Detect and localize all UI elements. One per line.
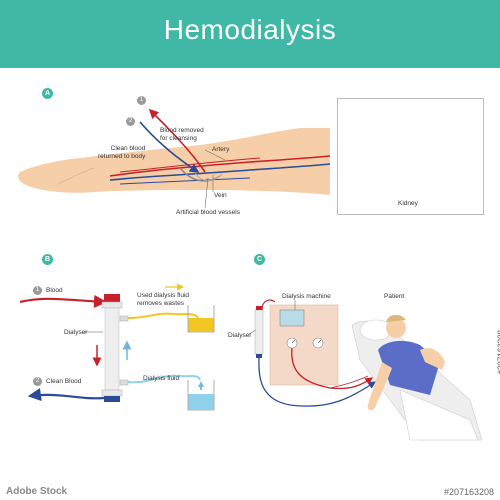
dialyser-diagram: [19, 283, 215, 411]
dialyser-label-b: Dialyser: [64, 329, 88, 336]
step-1-marker: 1: [137, 96, 146, 105]
dialysis-fluid-label: Dialysis fluid: [143, 375, 180, 382]
patient-illustration: [351, 314, 483, 441]
artery-label: Artery: [212, 146, 230, 153]
kidney-panel: [337, 98, 484, 215]
kidney-label: Kidney: [398, 200, 418, 207]
clean-blood-label: Clean blood returned to body: [98, 145, 146, 160]
clean-blood-step-marker: 2: [33, 377, 42, 386]
clean-blood-label-b: Clean Blood: [46, 378, 82, 385]
step-2-marker: 2: [126, 117, 135, 126]
stock-id: #207163208: [443, 487, 494, 497]
blood-step-marker: 1: [33, 286, 42, 295]
stock-id-vertical: #207163208: [496, 330, 500, 375]
artificial-vessels-label: Artificial blood vessels: [176, 209, 240, 216]
used-fluid-label: Used dialysis fluid removes wastes: [137, 292, 190, 307]
stock-footer: Adobe Stock #207163208: [0, 486, 500, 500]
section-b-badge: B: [42, 254, 53, 265]
vein-label: Vein: [214, 192, 227, 199]
title-banner: Hemodialysis: [0, 0, 500, 68]
dialysis-machine-label: Dialysis machine: [282, 293, 331, 300]
arm-illustration: [18, 108, 331, 195]
patient-label: Patient: [384, 293, 405, 300]
section-a-badge: A: [42, 88, 53, 99]
page-title: Hemodialysis: [163, 14, 337, 45]
dialyser-label-c: Dialyser: [228, 332, 252, 339]
blood-removed-label: Blood removed for cleansing: [160, 127, 204, 142]
blood-label: Blood: [46, 287, 63, 294]
dialysis-machine-illustration: [254, 299, 377, 407]
section-c-badge: C: [254, 254, 265, 265]
stock-logo: Adobe Stock: [6, 486, 68, 497]
